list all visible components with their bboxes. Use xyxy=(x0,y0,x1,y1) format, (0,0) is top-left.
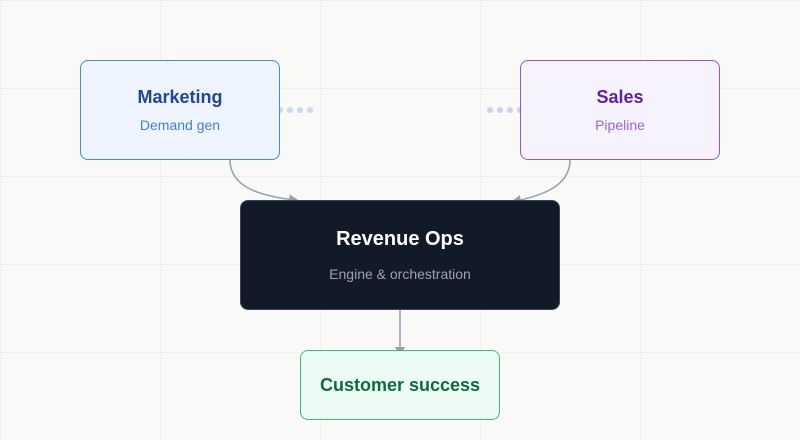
link-dot xyxy=(297,107,303,113)
marketing-node-subtitle: Demand gen xyxy=(139,117,221,133)
marketing-node[interactable]: Marketing Demand gen xyxy=(80,60,280,160)
link-dot xyxy=(307,107,313,113)
marketing-side-dots xyxy=(277,107,313,113)
link-dot xyxy=(287,107,293,113)
revenue-ops-node-subtitle: Engine & orchestration xyxy=(329,266,471,282)
sales-node-subtitle: Pipeline xyxy=(595,117,645,133)
sales-node[interactable]: Sales Pipeline xyxy=(520,60,720,160)
connector-marketing-to-revops xyxy=(229,159,299,205)
customer-success-node-title: Customer success xyxy=(319,375,481,395)
link-dot xyxy=(507,107,513,113)
revenue-ops-node-title: Revenue Ops xyxy=(336,228,464,250)
revenue-ops-node[interactable]: Revenue Ops Engine & orchestration xyxy=(240,200,560,310)
sales-node-title: Sales xyxy=(596,87,644,107)
connector-sales-to-revops xyxy=(511,159,571,205)
dotted-link-marketing-sales xyxy=(277,107,523,113)
customer-success-node[interactable]: Customer success xyxy=(300,350,500,420)
link-dot xyxy=(487,107,493,113)
link-dot xyxy=(497,107,503,113)
marketing-node-title: Marketing xyxy=(137,87,223,107)
sales-side-dots xyxy=(487,107,523,113)
